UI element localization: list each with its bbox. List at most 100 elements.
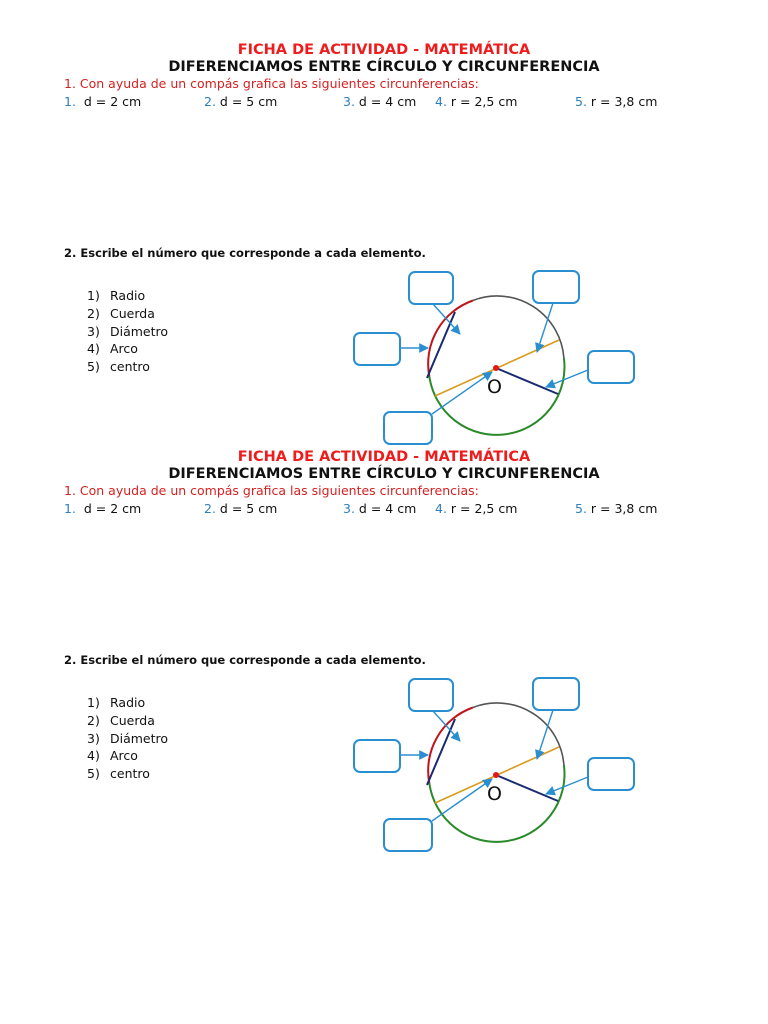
list-label: centro [110, 766, 150, 782]
list-item: 2) Cuerda [87, 305, 168, 323]
measurement-number: 4. [435, 501, 447, 516]
arrow-to-diameter [535, 709, 554, 760]
measurement-3: 3. d = 4 cm [343, 501, 416, 516]
measurement-4: 4. r = 2,5 cm [435, 94, 517, 109]
measurement-4: 4. r = 2,5 cm [435, 501, 517, 516]
arc-red [427, 299, 474, 377]
arrow-to-chord [432, 303, 461, 335]
instruction-1: 1. Con ayuda de un compás grafica las si… [64, 483, 479, 498]
list-number: 1) [87, 695, 100, 710]
list-item: 5) centro [87, 358, 168, 376]
measurement-number: 5. [575, 94, 587, 109]
measurement-1: 1. d = 2 cm [64, 94, 141, 109]
arc-gray [472, 702, 565, 766]
measurement-1: 1. d = 2 cm [64, 501, 141, 516]
list-label: Diámetro [110, 323, 169, 339]
list-label: Cuerda [110, 305, 155, 321]
list-item: 2) Cuerda [87, 712, 168, 730]
worksheet-title: FICHA DE ACTIVIDAD - MATEMÁTICA [237, 449, 531, 465]
circle-diagram: O [353, 677, 635, 852]
radius-line [495, 774, 559, 802]
arrow-to-radius [545, 776, 589, 796]
answer-box-diameter[interactable] [532, 270, 580, 304]
arc-red [427, 706, 474, 784]
list-label: centro [110, 359, 150, 375]
answer-box-radius[interactable] [587, 757, 635, 791]
worksheet-title: FICHA DE ACTIVIDAD - MATEMÁTICA [237, 42, 531, 58]
answer-box-chord[interactable] [408, 271, 454, 305]
arrow-to-diameter [535, 302, 554, 353]
center-point [493, 365, 499, 371]
measurement-value: r = 2,5 cm [450, 94, 518, 109]
measurement-value: d = 4 cm [358, 501, 417, 516]
measurement-number: 4. [435, 94, 447, 109]
measurement-value: d = 2 cm [83, 501, 142, 516]
list-number: 4) [87, 748, 100, 764]
arc-gray [472, 295, 565, 359]
list-label: Arco [110, 341, 138, 357]
instruction-1: 1. Con ayuda de un compás grafica las si… [64, 76, 479, 91]
list-number: 2) [87, 305, 100, 321]
element-list: 1) Radio 2) Cuerda 3) Diámetro 4)Arco 5) cen… [87, 287, 168, 376]
measurement-number: 3. [343, 94, 355, 109]
arrow-to-center [431, 778, 493, 822]
list-number: 3) [87, 323, 100, 339]
measurement-value: r = 3,8 cm [590, 94, 658, 109]
measurement-number: 2. [204, 501, 216, 516]
answer-box-center[interactable] [383, 411, 433, 445]
list-number: 5) [87, 359, 100, 375]
list-item: 3) Diámetro [87, 730, 168, 748]
measurement-number: 1. [64, 94, 76, 109]
activity-sheet-2: FICHA DE ACTIVIDAD - MATEMÁTICA DIFERENC… [0, 407, 768, 852]
answer-box-arc[interactable] [353, 332, 401, 366]
measurement-value: d = 5 cm [219, 94, 278, 109]
measurement-2: 2. d = 5 cm [204, 94, 277, 109]
measurement-3: 3. d = 4 cm [343, 94, 416, 109]
list-item: 3) Diámetro [87, 323, 168, 341]
measurement-number: 5. [575, 501, 587, 516]
measurement-value: d = 2 cm [83, 94, 142, 109]
list-number: 5) [87, 766, 100, 782]
instruction-2: 2. Escribe el número que corresponde a c… [64, 653, 426, 667]
list-number: 2) [87, 712, 100, 728]
measurement-value: r = 3,8 cm [590, 501, 658, 516]
list-number: 3) [87, 730, 100, 746]
measurement-number: 1. [64, 501, 76, 516]
list-item: 1) Radio [87, 287, 168, 305]
measurement-2: 2. d = 5 cm [204, 501, 277, 516]
arc-green [428, 764, 566, 843]
measurement-value: r = 2,5 cm [450, 501, 518, 516]
circle-diagram: O [353, 270, 635, 445]
list-label: Diámetro [110, 730, 169, 746]
answer-box-center[interactable] [383, 818, 433, 852]
answer-box-radius[interactable] [587, 350, 635, 384]
list-label: Arco [110, 748, 138, 764]
worksheet-subtitle: DIFERENCIAMOS ENTRE CÍRCULO Y CIRCUNFERE… [168, 466, 600, 482]
answer-box-diameter[interactable] [532, 677, 580, 711]
arrow-to-center [431, 371, 493, 415]
center-label: O [487, 783, 502, 805]
list-label: Cuerda [110, 712, 155, 728]
activity-sheet-1: FICHA DE ACTIVIDAD - MATEMÁTICA DIFERENC… [0, 0, 768, 445]
radius-line [495, 367, 559, 395]
list-item: 5) centro [87, 765, 168, 783]
element-list: 1) Radio 2) Cuerda 3) Diámetro 4) Arco 5) cen… [87, 694, 168, 783]
answer-box-chord[interactable] [408, 678, 454, 712]
worksheet-subtitle: DIFERENCIAMOS ENTRE CÍRCULO Y CIRCUNFERE… [168, 59, 600, 75]
arc-green [428, 357, 566, 436]
measurement-number: 3. [343, 501, 355, 516]
list-item: 1) Radio [87, 694, 168, 712]
list-item: 4) Arco [87, 747, 168, 765]
center-label: O [487, 376, 502, 398]
list-label: Radio [110, 288, 146, 303]
measurement-5: 5. r = 3,8 cm [575, 94, 657, 109]
list-number: 1) [87, 288, 100, 303]
measurement-number: 2. [204, 94, 216, 109]
measurement-value: d = 5 cm [219, 501, 278, 516]
measurement-5: 5. r = 3,8 cm [575, 501, 657, 516]
list-label: Radio [110, 695, 146, 710]
instruction-2: 2. Escribe el número que corresponde a c… [64, 246, 426, 260]
list-item: 4)Arco [87, 340, 168, 358]
answer-box-arc[interactable] [353, 739, 401, 773]
arrow-to-chord [432, 710, 461, 742]
